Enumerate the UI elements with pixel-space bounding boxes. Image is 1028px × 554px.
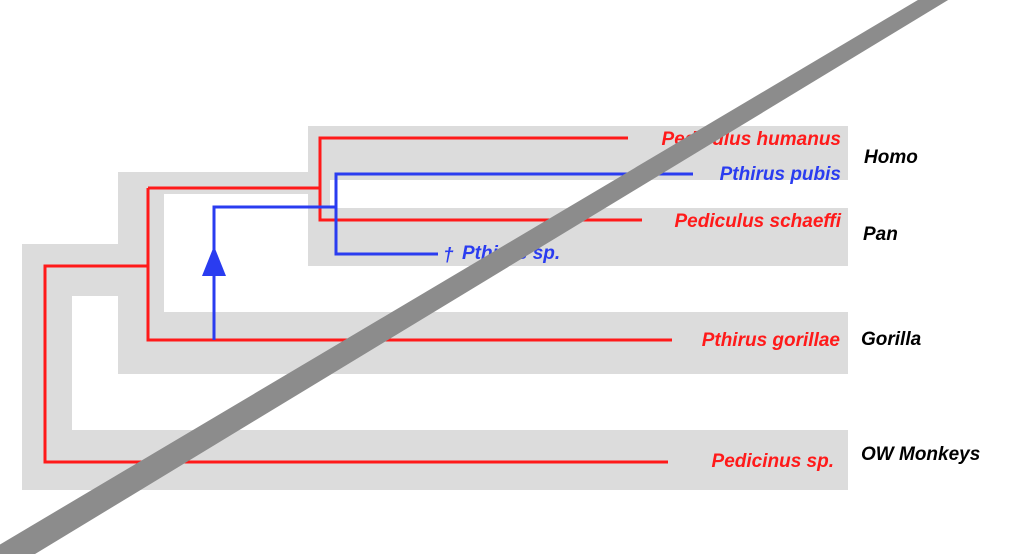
host-label-gorilla: Gorilla bbox=[861, 329, 922, 350]
lineage-host-switch bbox=[212, 205, 336, 340]
strike-through-band bbox=[0, 0, 949, 554]
host-band-homo-pan bbox=[308, 126, 848, 266]
pediculus-lineages bbox=[43, 136, 672, 464]
label-pedicinus-sp: Pedicinus sp. bbox=[712, 451, 834, 472]
label-pediculus-schaeffi: Pediculus schaeffi bbox=[675, 211, 842, 232]
lineage-pthirus-gorillae bbox=[146, 188, 672, 342]
host-label-pan: Pan bbox=[863, 224, 898, 245]
label-pthirus-gorillae: Pthirus gorillae bbox=[702, 330, 841, 351]
host-band-hominine bbox=[118, 172, 848, 374]
label-pthirus-pubis: Pthirus pubis bbox=[720, 164, 841, 185]
lineage-pthirus bbox=[334, 172, 693, 256]
lineage-pedicinus bbox=[43, 264, 668, 464]
dagger-icon: † bbox=[443, 245, 454, 266]
pthirus-lineages bbox=[212, 172, 693, 340]
arrow-up-icon bbox=[202, 246, 226, 276]
host-label-ow-monkeys: OW Monkeys bbox=[861, 444, 980, 465]
host-labels: Homo Pan Gorilla OW Monkeys bbox=[861, 147, 980, 465]
host-band-root bbox=[22, 244, 848, 490]
lineage-pediculus bbox=[318, 136, 642, 222]
host-tree bbox=[22, 126, 848, 490]
host-label-homo: Homo bbox=[864, 147, 918, 168]
parasite-labels: Pediculus humanus Pthirus pubis Pediculu… bbox=[443, 129, 842, 472]
